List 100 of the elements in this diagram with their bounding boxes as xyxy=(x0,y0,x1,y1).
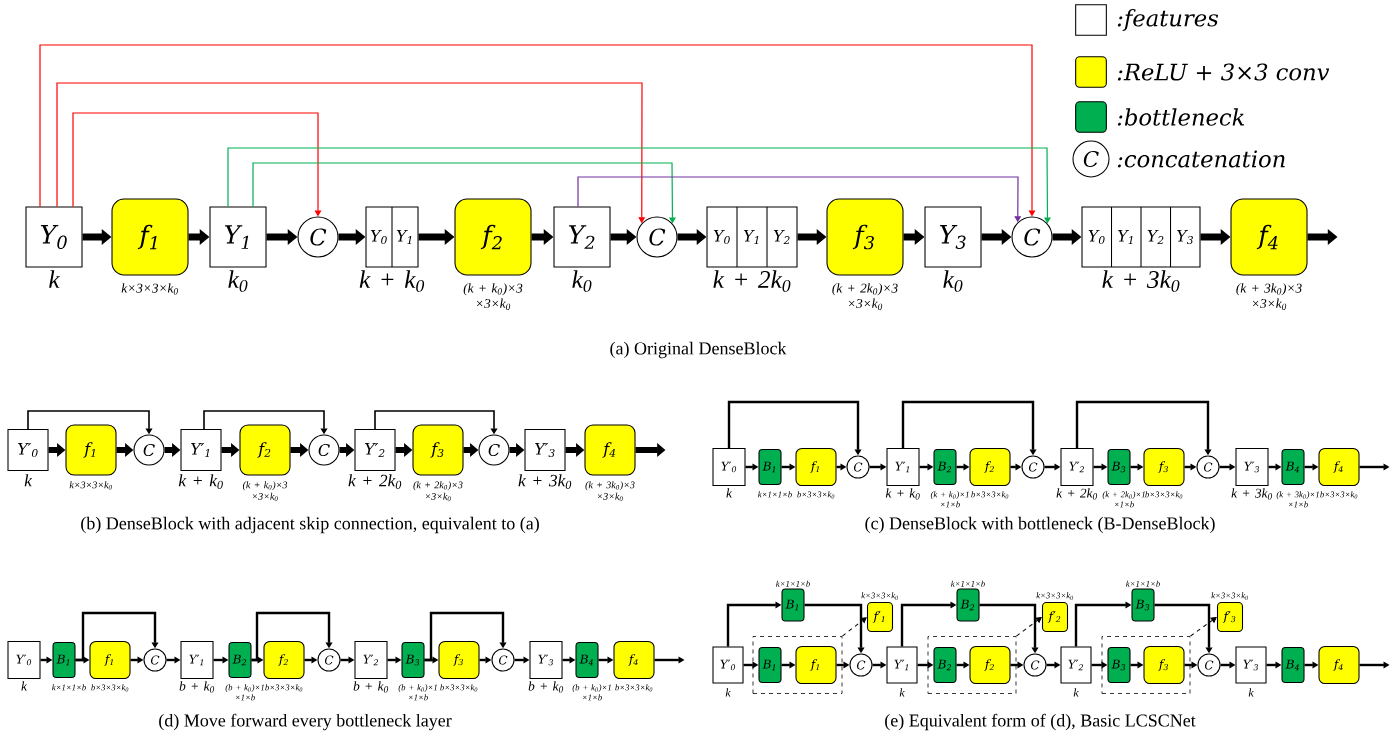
size-label: (b + k$_{0}$)×1 ×1×b xyxy=(572,684,611,701)
size-label: k×3×3×k$_{0}$ xyxy=(69,481,112,490)
size-label: b×3×3×k$_{0}$ xyxy=(265,684,303,692)
conv-block: f$_{2}$ xyxy=(263,640,305,680)
conv-block: f$_{1}$ xyxy=(89,640,131,680)
bottleneck-block: B$_{3}$ xyxy=(1107,646,1131,684)
feature-box: Y′$_{2}$ xyxy=(354,640,388,680)
size-label: (k + 2k$_{0}$)×1 ×1×b xyxy=(1102,491,1145,508)
size-label: k xyxy=(899,688,905,697)
size-label: k×1×1×b xyxy=(758,491,792,498)
feature-stack: Y$_{0}$ Y$_{1}$ Y$_{2}$ Y$_{3}$ xyxy=(1081,206,1201,268)
size-label: k xyxy=(21,681,28,691)
size-label: k×3×3×k$_{0}$ xyxy=(121,283,178,295)
conv-block: f$_{4}$ xyxy=(613,640,655,680)
legend-label: :concatenation xyxy=(1117,150,1285,168)
size-label: b×3×3×k$_{0}$ xyxy=(440,684,478,692)
size-label: (k + 2k$_{0}$)×3 ×3×k$_{0}$ xyxy=(413,481,463,502)
size-label: b + k$_{0}$ xyxy=(353,681,389,693)
size-label: (k + 2k$_{0}$)×3 ×3×k$_{0}$ xyxy=(832,283,898,310)
caption: (c) DenseBlock with bottleneck (B-DenseBlock) xyxy=(865,516,1215,534)
conv-block: f$_{2}$ xyxy=(969,447,1011,487)
conv-block: f$_{3}$ xyxy=(1143,645,1185,685)
conv-block: f′$_{1}$ xyxy=(866,601,894,633)
legend-label: :features xyxy=(1117,9,1219,31)
feature-box: Y$_{2}$ xyxy=(553,206,611,268)
bottleneck-block: B$_{2}$ xyxy=(956,588,980,622)
feature-box: Y′$_{0}$ xyxy=(712,447,746,487)
bottleneck-block: B$_{3}$ xyxy=(1107,448,1131,486)
feature-box: Y′$_{1}$ xyxy=(180,640,214,680)
size-label: b×3×3×k$_{0}$ xyxy=(971,491,1009,499)
feature-box: Y′$_{0}$ xyxy=(7,640,41,680)
size-label: k×3×3×k$_{0}$ xyxy=(1211,592,1249,600)
bottleneck-block: B$_{4}$ xyxy=(1281,448,1305,486)
feature-stack: Y$_{0}$ Y$_{1}$ Y$_{2}$ xyxy=(706,206,798,268)
caption: (e) Equivalent form of (d), Basic LCSCNet xyxy=(885,713,1196,731)
arrow xyxy=(1015,617,1042,637)
size-label: (k + 3k$_{0}$)×3 ×3×k$_{0}$ xyxy=(585,481,635,502)
conv-block: f$_{3}$ xyxy=(412,424,464,476)
size-label: k xyxy=(725,688,731,697)
size-label: k + k$_{0}$ xyxy=(885,488,920,500)
feature-box: Y$_{3}$ xyxy=(924,206,982,268)
conv-block: f$_{3}$ xyxy=(1143,447,1185,487)
conv-block: f$_{1}$ xyxy=(795,645,837,685)
feature-box: Y′$_{3}$ xyxy=(529,640,563,680)
feature-box: Y′$_{3}$ xyxy=(1235,447,1269,487)
caption: (a) Original DenseBlock xyxy=(610,341,787,359)
size-label: (k + 3k$_{0}$)×3 ×3×k$_{0}$ xyxy=(1236,283,1302,310)
size-label: k + k$_{0}$ xyxy=(359,270,425,292)
conv-block: f$_{2}$ xyxy=(969,645,1011,685)
conv-block: f$_{3}$ xyxy=(826,198,904,276)
bottleneck-block: B$_{1}$ xyxy=(52,641,76,679)
feature-box: Y′$_{0}$ xyxy=(7,428,49,472)
bottleneck-block: B$_{4}$ xyxy=(1281,646,1305,684)
size-label: k + 2k$_{0}$ xyxy=(348,474,402,489)
conv-block: f$_{1}$ xyxy=(795,447,837,487)
conv-block: f′$_{2}$ xyxy=(1041,601,1069,633)
size-label: (b + k$_{0}$)×1 ×1×b xyxy=(398,684,437,701)
size-label: k + k$_{0}$ xyxy=(178,474,223,489)
bottleneck-block: B$_{2}$ xyxy=(933,448,957,486)
size-label: k + 2k$_{0}$ xyxy=(713,270,791,292)
size-label: k$_{0}$ xyxy=(228,270,248,292)
size-label: k + 3k$_{0}$ xyxy=(1102,270,1180,292)
bottleneck-block: B$_{2}$ xyxy=(228,641,252,679)
size-label: k×1×1×b xyxy=(52,684,86,691)
conv-block: f$_{2}$ xyxy=(454,198,532,276)
feature-box: Y′$_{2}$ xyxy=(354,428,396,472)
size-label: b×3×3×k$_{0}$ xyxy=(1145,491,1183,499)
size-label: (k + k$_{0}$)×3 ×3×k$_{0}$ xyxy=(463,283,523,310)
bottleneck-block: B$_{1}$ xyxy=(758,448,782,486)
size-label: k + 3k$_{0}$ xyxy=(518,474,572,489)
feature-box: Y′$_{3}$ xyxy=(1235,646,1267,684)
conv-block: f$_{4}$ xyxy=(1318,447,1360,487)
feature-stack: Y$_{0}$ Y$_{1}$ xyxy=(365,206,419,268)
feature-box: Y′$_{0}$ xyxy=(712,646,744,684)
conv-block: f$_{2}$ xyxy=(239,424,291,476)
feature-box: Y′$_{1}$ xyxy=(886,447,920,487)
feature-box: Y′$_{2}$ xyxy=(1060,447,1094,487)
bottleneck-block: B$_{3}$ xyxy=(1131,588,1155,622)
size-label: k$_{0}$ xyxy=(943,270,963,292)
bottleneck-block: B$_{2}$ xyxy=(933,646,957,684)
size-label: k×1×1×b xyxy=(951,580,985,587)
size-label: k×1×1×b xyxy=(1126,580,1160,587)
bottleneck-block: B$_{3}$ xyxy=(401,641,425,679)
caption: (b) DenseBlock with adjacent skip connection, equivalent to (a) xyxy=(81,516,539,534)
size-label: k xyxy=(1073,688,1079,697)
size-label: k×3×3×k$_{0}$ xyxy=(1036,592,1074,600)
conv-block: f$_{4}$ xyxy=(1230,198,1308,276)
dashed-group-box xyxy=(1101,636,1191,694)
feature-box: Y′$_{2}$ xyxy=(1060,646,1092,684)
conv-block: f$_{3}$ xyxy=(438,640,480,680)
size-label: k + 3k$_{0}$ xyxy=(1231,488,1273,500)
feature-box: Y′$_{1}$ xyxy=(180,428,222,472)
conv-block: f$_{1}$ xyxy=(65,424,117,476)
size-label: k xyxy=(49,270,60,288)
conv-block: f$_{4}$ xyxy=(1318,645,1360,685)
caption: (d) Move forward every bottleneck layer xyxy=(159,713,452,731)
size-label: k×1×1×b xyxy=(776,580,810,587)
size-label: k + 2k$_{0}$ xyxy=(1056,488,1098,500)
legend-label: :bottleneck xyxy=(1117,108,1245,126)
feature-box: Y$_{0}$ xyxy=(25,206,83,268)
